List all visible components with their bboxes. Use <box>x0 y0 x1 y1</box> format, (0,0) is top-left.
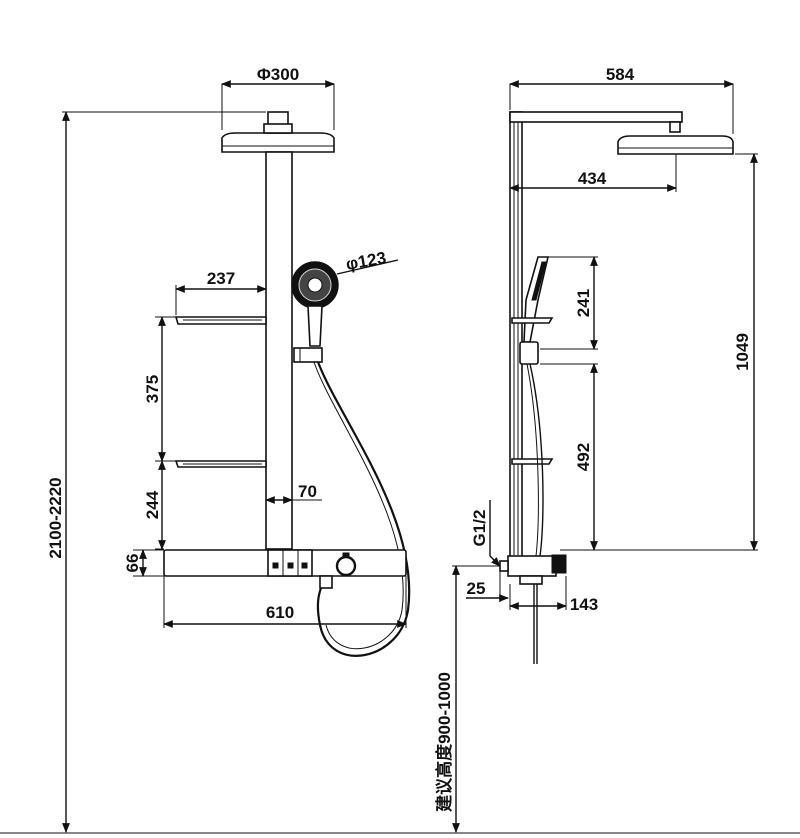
dim-bar-height: 66 <box>123 554 142 573</box>
dim-wall-offset: 25 <box>467 579 486 598</box>
rain-head <box>221 132 335 153</box>
side-view: 584 434 241 492 1049 G1/2 25 143 建议高度900… <box>434 65 758 833</box>
dim-inlet-thread: G1/2 <box>470 510 489 547</box>
side-pipe <box>509 111 523 559</box>
dim-head-height: 1049 <box>733 333 752 371</box>
handset-grip <box>307 305 323 347</box>
dim-arm-reach: 584 <box>606 65 635 84</box>
shower-arm <box>509 111 683 123</box>
dim-bar-depth: 143 <box>570 595 598 614</box>
dim-shelf-width: 237 <box>207 269 235 288</box>
dim-handset-to-bar: 492 <box>574 443 593 471</box>
dim-recommended-height: 建议高度900-1000 <box>434 672 454 812</box>
dim-handset-length: 241 <box>574 289 593 317</box>
dim-handset-diameter: φ123 <box>344 248 387 274</box>
dim-pipe-width: 70 <box>298 482 317 501</box>
side-rain-head <box>617 135 734 155</box>
front-view: Φ300 φ123 237 375 244 66 70 610 2100-222… <box>46 65 411 833</box>
dim-shelf-spacing: 375 <box>143 375 162 403</box>
main-pipe <box>265 151 293 550</box>
handset-holder <box>293 347 323 363</box>
dim-shelf-to-bar: 244 <box>143 490 162 519</box>
dim-head-diameter: Φ300 <box>257 65 299 84</box>
dim-bar-width: 610 <box>266 603 294 622</box>
side-control-bar <box>507 555 557 577</box>
dim-total-height: 2100-2220 <box>46 477 65 558</box>
thermostat-knob <box>335 555 357 577</box>
shower-hose <box>316 361 411 657</box>
dim-head-offset: 434 <box>578 169 607 188</box>
